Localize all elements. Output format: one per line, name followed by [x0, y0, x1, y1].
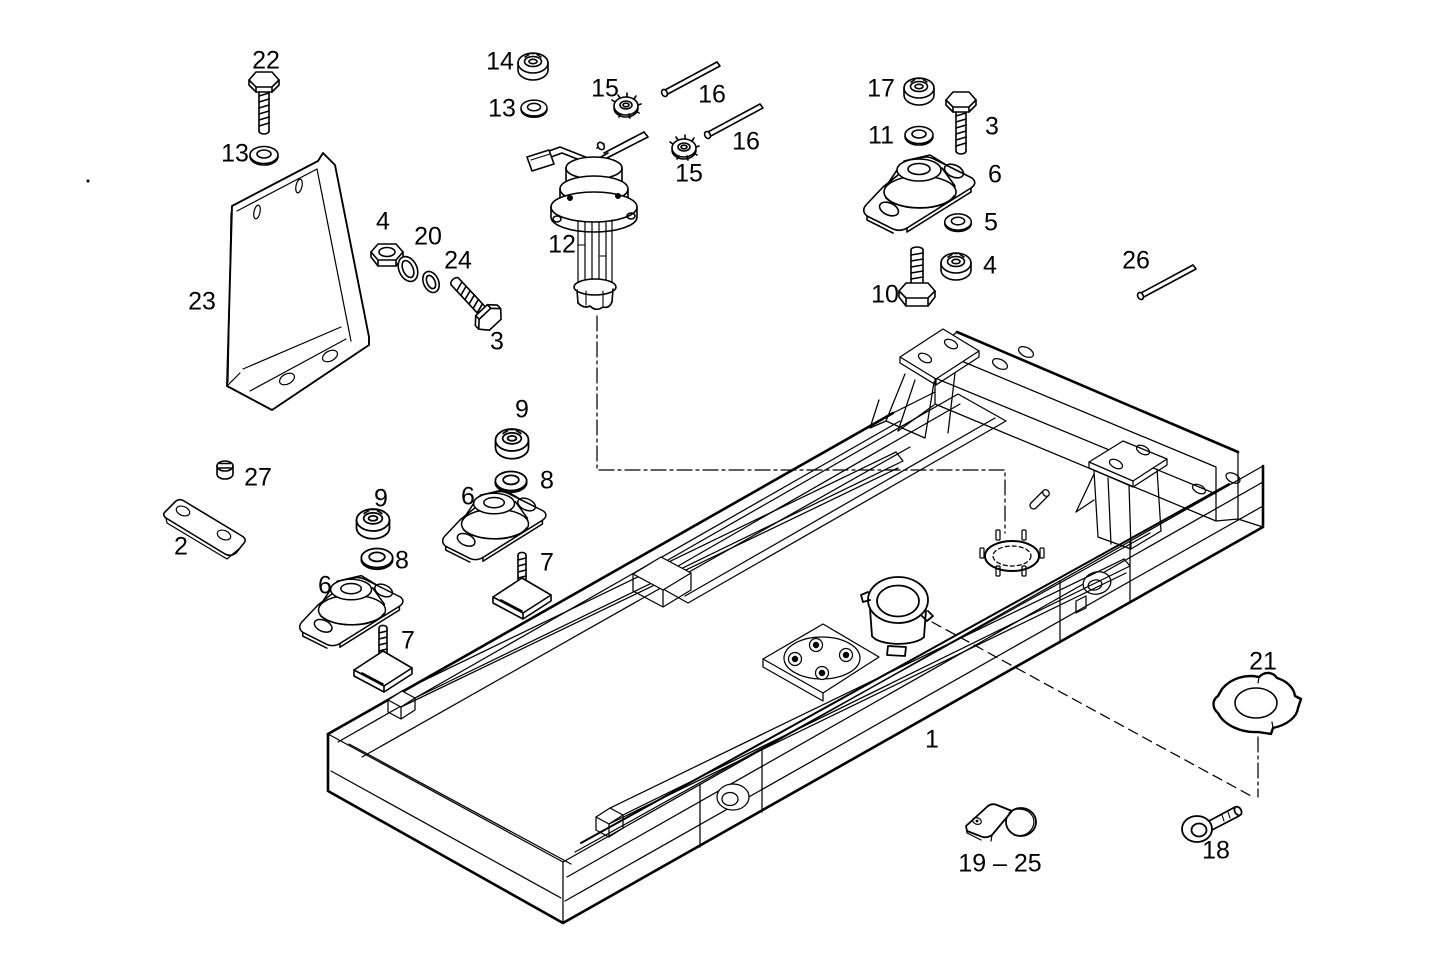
part-16-rod-a	[659, 61, 721, 99]
frame-assembly	[326, 328, 1265, 925]
part-19-25-clamp	[965, 803, 1037, 842]
part-20-ring	[397, 255, 419, 283]
part-12-fuel-sender	[526, 131, 649, 311]
part-2-plate	[162, 498, 246, 560]
mounting-tower-right	[1075, 440, 1168, 550]
part-6-mount-mid	[441, 488, 547, 563]
part-4-locknut-right	[940, 252, 972, 281]
part-24-ring	[422, 270, 440, 294]
locating-pin	[1029, 489, 1050, 510]
part-9-locknut-b	[355, 508, 391, 540]
part-10-bolt	[898, 246, 936, 307]
wall-panel-hole-right	[1059, 540, 1131, 644]
part-8-washer-b	[360, 547, 394, 571]
filler-neck	[860, 576, 934, 657]
part-13-washer-a	[249, 145, 279, 166]
part-15-clip-a	[611, 92, 642, 119]
stray-dot	[86, 179, 90, 183]
rear-crossmember	[892, 330, 1264, 528]
part-22-bolt	[248, 71, 280, 135]
floor-rail-center	[595, 558, 1131, 838]
part-23-bracket	[226, 152, 370, 411]
part-3-bolt-right	[945, 91, 977, 155]
wall-panel-hole-left	[699, 749, 763, 848]
tank-flange-ring	[979, 529, 1045, 577]
parts	[86, 52, 1303, 843]
part-17-locknut	[903, 77, 935, 106]
part-14-locknut	[517, 52, 549, 81]
part-7-stud-plate-b	[353, 624, 413, 693]
part-13-washer-b	[520, 99, 548, 119]
construction-lines	[596, 315, 1259, 798]
part-16-rod-b	[702, 103, 764, 141]
part-15-clip-b	[669, 134, 700, 161]
part-8-washer-a	[494, 470, 528, 494]
part-11-washer	[904, 125, 934, 146]
part-9-locknut-a	[494, 428, 530, 460]
floor-recess	[632, 393, 1007, 608]
part-3-bolt-left	[441, 268, 507, 336]
mounting-tower-left	[869, 328, 980, 439]
sender-plate	[762, 623, 880, 702]
part-27-bushing	[216, 460, 234, 480]
part-21-lock-ring	[1212, 671, 1303, 736]
part-18-eye-bolt	[1181, 805, 1243, 843]
part-26-rod	[1135, 264, 1197, 302]
part-5-washer	[943, 213, 973, 233]
part-7-stud-plate-a	[492, 551, 552, 620]
